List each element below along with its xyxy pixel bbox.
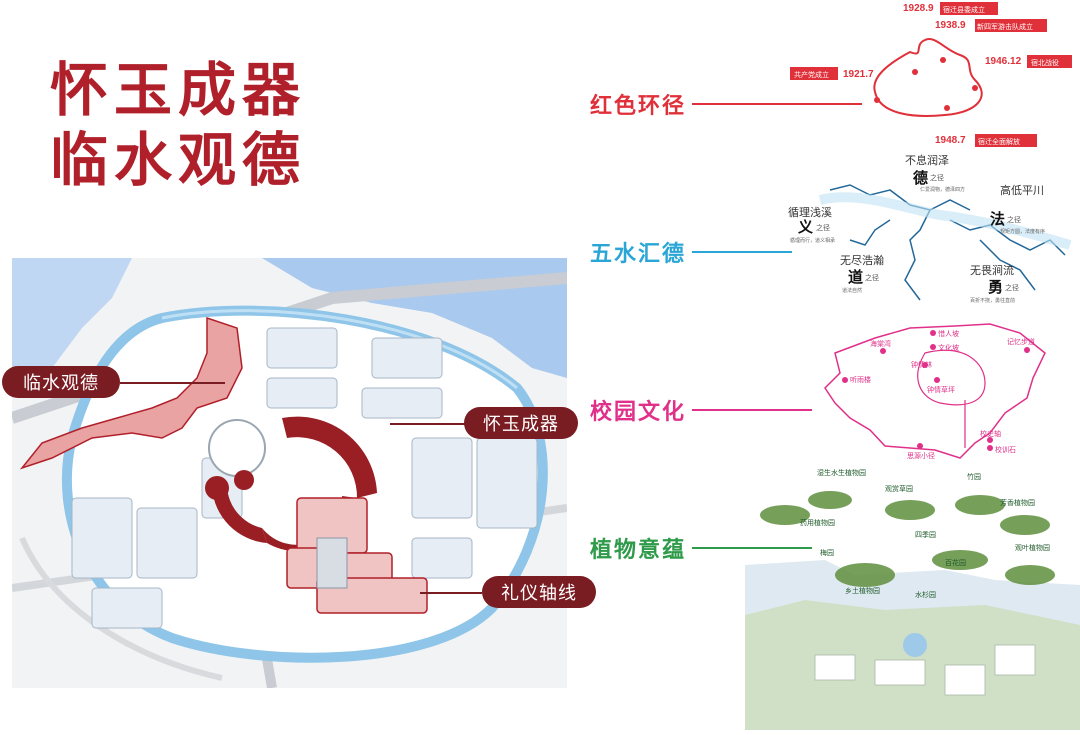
red-route-diagram: 1928.9 宿迁县委成立 1938.9 新四军游击队成立 1946.12 宿北…: [790, 2, 1072, 147]
water-node-note: 百折不挠，勇往直前: [970, 297, 1015, 304]
water-node-title: 循理浅溪: [788, 206, 832, 219]
plant-point: 湿生水生植物园: [817, 468, 866, 477]
campus-point: 海棠湾: [870, 339, 891, 348]
milestone-year: 1948.7: [935, 135, 966, 146]
campus-point: 听雨楼: [850, 375, 871, 384]
plant-point: 梅园: [820, 548, 834, 557]
plant-point: 观叶植物园: [1015, 543, 1050, 552]
milestone-event: 宿迁全面解放: [978, 137, 1020, 146]
callout-huaiyu: 怀玉成器: [464, 407, 578, 439]
page-title-line1: 怀玉成器: [50, 58, 307, 123]
campus-culture-diagram: 惜人坡 文化坡 记忆步道 海棠湾 钟情林 听雨楼 钟情草坪 校史轴 思源小径 校…: [824, 323, 1046, 460]
milestone-event: 宿迁县委成立: [943, 5, 985, 14]
campus-point: 钟情林: [911, 360, 932, 369]
milestone-year: 1928.9: [903, 3, 934, 14]
milestone-event: 宿北战役: [1031, 58, 1059, 67]
plant-point: 竹园: [967, 472, 981, 481]
water-node-note: 循理而行，道义相承: [790, 237, 835, 244]
water-node-suffix: 之径: [816, 223, 830, 232]
plant-point: 乡土植物园: [845, 586, 880, 595]
milestone-year: 1938.9: [935, 20, 966, 31]
water-node-char: 道: [848, 268, 863, 286]
section-label-campus: 校园文化: [590, 399, 687, 424]
plant-point: 观赏草园: [885, 484, 913, 493]
callout-leader-line: [390, 423, 465, 425]
water-node-char: 义: [798, 218, 813, 236]
section-leader-campus: [692, 409, 812, 411]
water-node-title: 不息润泽: [905, 153, 949, 167]
callout-leader-line: [420, 592, 482, 594]
callout-leader-line: [120, 382, 225, 384]
campus-point: 思源小径: [907, 451, 935, 460]
section-label-water: 五水汇德: [590, 241, 687, 266]
plants-diagram: 湿生水生植物园 观赏草园 竹园 药用植物园 四季园 芳香植物园 百花园 梅园 乡…: [745, 468, 1080, 730]
water-node-title: 无尽浩瀚: [840, 253, 884, 267]
section-leader-red: [692, 103, 862, 105]
callout-linshui: 临水观德: [2, 366, 120, 398]
plant-point: 四季园: [915, 530, 936, 539]
water-node-note: 规矩方圆，法度有序: [1000, 228, 1045, 235]
campus-point: 惜人坡: [938, 329, 959, 338]
campus-point: 校史轴: [980, 429, 1001, 438]
callout-liyi: 礼仪轴线: [482, 576, 596, 608]
plant-point: 药用植物园: [800, 518, 835, 527]
water-node-note: 道法自然: [842, 287, 862, 294]
campus-point: 钟情草坪: [927, 385, 955, 394]
water-node-suffix: 之径: [1005, 283, 1019, 292]
section-label-red: 红色环径: [590, 93, 687, 118]
water-node-suffix: 之径: [865, 273, 879, 282]
milestone-event: 共产党成立: [794, 70, 829, 79]
campus-point: 校训石: [995, 445, 1016, 454]
milestone-year: 1921.7: [843, 69, 874, 80]
water-node-char: 德: [913, 169, 928, 187]
campus-master-plan: [12, 258, 567, 688]
water-node-suffix: 之径: [1007, 215, 1021, 224]
water-route-diagram: 不息润泽 循理浅溪 高低平川 无尽浩瀚 无畏涧流 德 义 法 道 勇 之径 之径…: [788, 153, 1072, 304]
plant-point: 百花园: [945, 558, 966, 567]
plant-point: 水杉园: [915, 590, 936, 599]
section-leader-water: [692, 251, 792, 253]
water-node-char: 勇: [988, 279, 1003, 296]
campus-point: 记忆步道: [1007, 337, 1035, 346]
plant-point: 芳香植物园: [1000, 498, 1035, 507]
water-node-title: 高低平川: [1000, 183, 1044, 197]
page-title-line2: 临水观德: [50, 128, 307, 193]
section-leader-plants: [692, 547, 812, 549]
water-node-note: 仁爱润物，德泽四方: [920, 186, 965, 193]
water-node-title: 无畏涧流: [970, 263, 1014, 277]
water-node-char: 法: [990, 210, 1005, 228]
milestone-event: 新四军游击队成立: [977, 22, 1033, 31]
milestone-year: 1946.12: [985, 56, 1022, 67]
campus-point: 文化坡: [938, 343, 959, 352]
water-node-suffix: 之径: [930, 173, 944, 182]
section-label-plants: 植物意蕴: [590, 537, 687, 562]
